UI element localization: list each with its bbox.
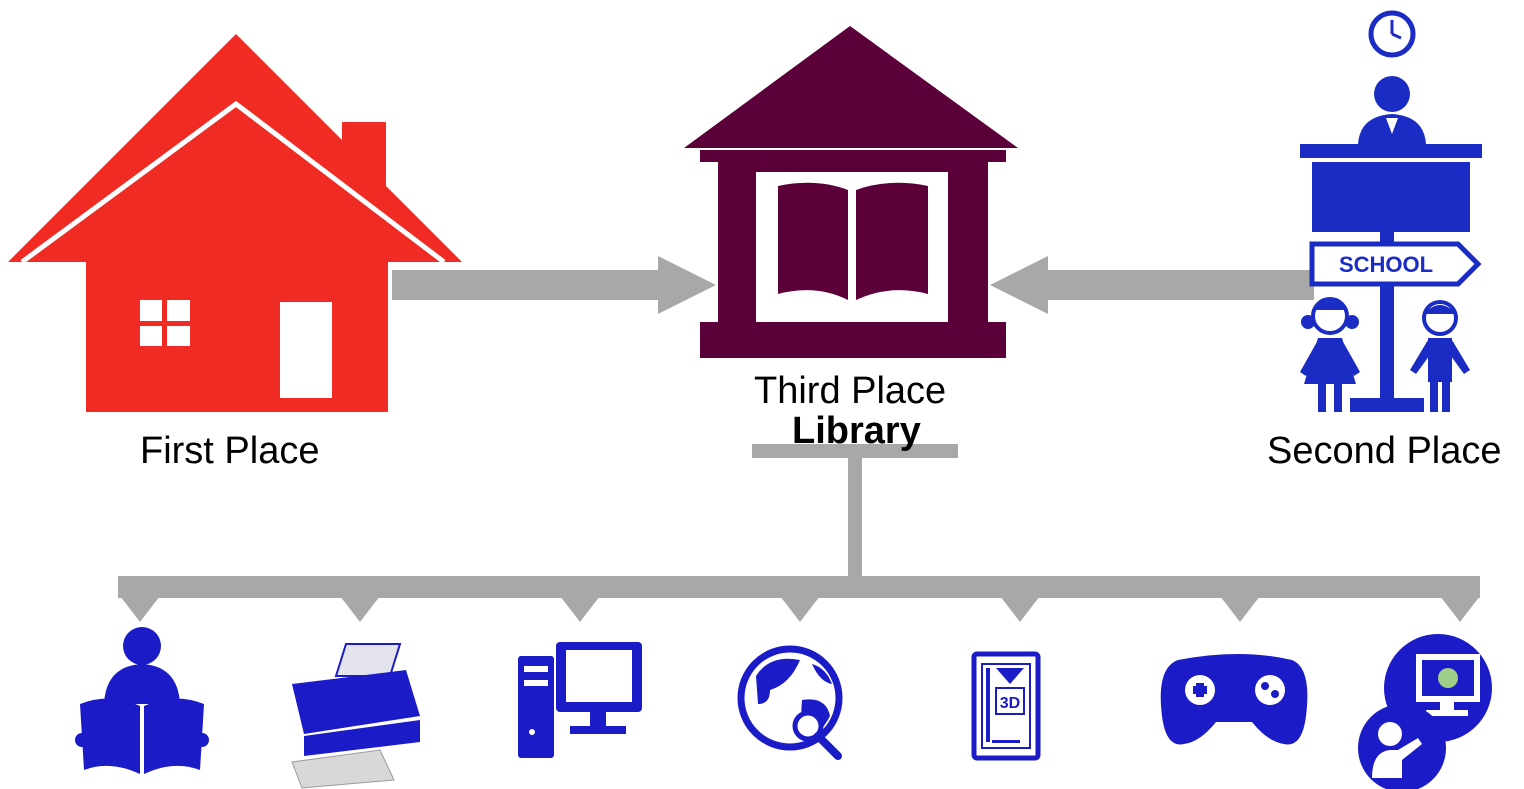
library-label: Library (792, 410, 921, 452)
desktop-computer-icon (518, 642, 642, 758)
3d-printer-text: 3D (1000, 695, 1020, 712)
service-arrows (120, 596, 1480, 622)
school-sign-text: SCHOOL (1339, 252, 1433, 277)
arrow-to-printing (340, 596, 380, 622)
arrow-to-reading (120, 596, 160, 622)
teacher-presentation-icon (1358, 634, 1492, 789)
arrow-second-to-library (990, 256, 1314, 314)
arrow-to-computers (560, 596, 600, 622)
third-place-label: Third Place (754, 370, 947, 412)
arrow-to-gaming (1220, 596, 1260, 622)
second-place-label: Second Place (1267, 430, 1502, 472)
globe-search-icon (737, 645, 843, 760)
connector-tree (118, 444, 1480, 598)
house-icon (8, 34, 462, 412)
first-place-label: First Place (140, 430, 320, 472)
library-icon (684, 26, 1018, 358)
arrow-to-teaching (1440, 596, 1480, 622)
arrow-first-to-library (392, 256, 716, 314)
school-icon: SCHOOL (1300, 10, 1482, 412)
arrow-to-3d-printing (1000, 596, 1040, 622)
reader-icon (75, 627, 209, 774)
arrow-to-internet-search (780, 596, 820, 622)
printer-icon (291, 643, 420, 789)
gamepad-icon (1160, 654, 1308, 745)
3d-printer-icon: 3D (971, 651, 1041, 761)
